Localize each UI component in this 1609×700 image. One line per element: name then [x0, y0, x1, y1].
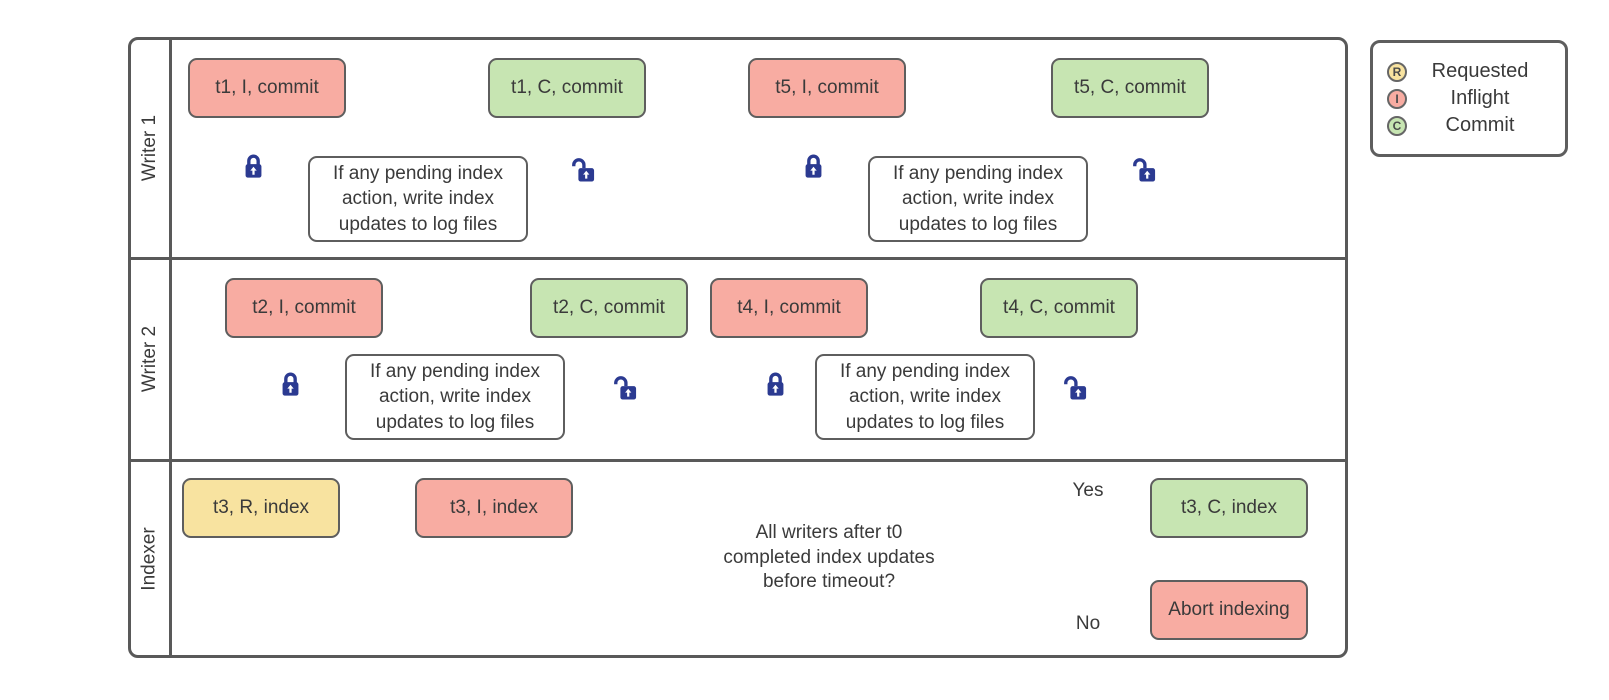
- legend-label: Commit: [1445, 114, 1515, 136]
- swimlane-container: [128, 37, 1348, 658]
- legend-row-commit: C Commit: [1387, 114, 1553, 137]
- node-t1-commit: t1, C, commit: [488, 58, 646, 118]
- node-t5-inflight: t5, I, commit: [748, 58, 906, 118]
- lock-closed-icon: [805, 154, 822, 178]
- node-t3-requested: t3, R, index: [182, 478, 340, 538]
- process-note-writer2-t4: If any pending index action, write index…: [815, 354, 1035, 440]
- node-t2-commit: t2, C, commit: [530, 278, 688, 338]
- node-t2-inflight: t2, I, commit: [225, 278, 383, 338]
- legend-label: Inflight: [1450, 87, 1510, 109]
- process-note-writer1-t1: If any pending index action, write index…: [308, 156, 528, 242]
- requested-badge-icon: R: [1387, 61, 1407, 82]
- lock-open-icon: [614, 376, 637, 400]
- legend-label: Requested: [1431, 60, 1529, 82]
- commit-badge-icon: C: [1387, 115, 1407, 136]
- inflight-badge-icon: I: [1387, 88, 1407, 109]
- lane-divider-2: [129, 459, 1347, 462]
- lane-label: Indexer: [139, 526, 160, 591]
- decision-yes-label: Yes: [1072, 480, 1104, 501]
- legend-row-inflight: I Inflight: [1387, 87, 1553, 110]
- node-abort-indexing: Abort indexing: [1150, 580, 1308, 640]
- lock-open-icon: [1064, 376, 1087, 400]
- lane-header-divider: [169, 38, 172, 656]
- lock-open-icon: [1133, 158, 1156, 182]
- decision-no-label: No: [1075, 613, 1101, 634]
- lane-label: Writer 2: [139, 325, 161, 392]
- lock-closed-icon: [245, 154, 262, 178]
- process-note-writer1-t5: If any pending index action, write index…: [868, 156, 1088, 242]
- node-t3-commit: t3, C, index: [1150, 478, 1308, 538]
- node-t4-commit: t4, C, commit: [980, 278, 1138, 338]
- node-t4-inflight: t4, I, commit: [710, 278, 868, 338]
- lane-label: Writer 1: [139, 114, 161, 181]
- lane-header-writer1: Writer 1: [131, 40, 169, 255]
- process-note-writer2-t2: If any pending index action, write index…: [345, 354, 565, 440]
- lock-open-icon: [572, 158, 595, 182]
- node-t1-inflight: t1, I, commit: [188, 58, 346, 118]
- node-t3-inflight: t3, I, index: [415, 478, 573, 538]
- legend-row-requested: R Requested: [1387, 60, 1553, 83]
- lock-closed-icon: [282, 372, 299, 396]
- legend: R Requested I Inflight C Commit: [1370, 40, 1568, 157]
- lane-divider-1: [129, 257, 1347, 260]
- lock-closed-icon: [767, 372, 784, 396]
- node-t5-commit: t5, C, commit: [1051, 58, 1209, 118]
- lane-header-indexer: Indexer: [131, 462, 169, 655]
- decision-question: All writers after t0 completed index upd…: [723, 522, 935, 593]
- lane-header-writer2: Writer 2: [131, 260, 169, 457]
